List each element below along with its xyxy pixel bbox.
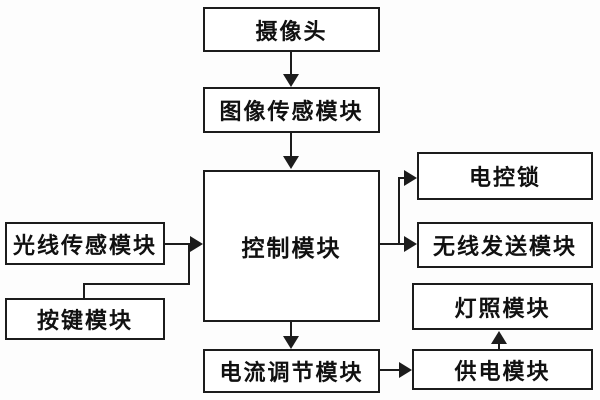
edge-current-regulator-to-power-arrowhead-icon [399, 362, 412, 378]
node-wireless-sender: 无线发送模块 [417, 222, 593, 268]
node-light-sensor: 光线传感模块 [5, 222, 165, 265]
edge-control-to-electric-lock-riser-line [398, 177, 400, 245]
node-camera-label: 摄像头 [255, 18, 328, 44]
edge-button-merge-line [188, 243, 190, 285]
edge-light-sensor-to-control-line [165, 243, 191, 245]
node-control: 控制模块 [203, 170, 380, 322]
edge-button-horizontal-line [83, 283, 190, 285]
node-current-regulator: 电流调节模块 [203, 349, 380, 393]
edge-current-regulator-to-power-line [380, 369, 400, 371]
node-electric-lock: 电控锁 [417, 152, 593, 200]
node-light-sensor-label: 光线传感模块 [12, 232, 157, 258]
edge-control-to-electric-lock-line [398, 177, 406, 179]
edge-button-riser-line [83, 284, 85, 299]
node-electric-lock-label: 电控锁 [468, 165, 541, 190]
edge-control-to-current-regulator-arrowhead-icon [283, 336, 299, 349]
edge-control-to-current-regulator-line [290, 322, 292, 338]
node-button-label: 按键模块 [36, 308, 133, 333]
node-power-supply-label: 供电模块 [454, 358, 551, 384]
edge-light-sensor-to-control-arrowhead-icon [190, 236, 203, 252]
node-lighting: 灯照模块 [412, 283, 593, 330]
node-image-sensor: 图像传感模块 [203, 87, 380, 133]
edge-camera-to-image-sensor-line [290, 52, 292, 76]
edge-power-to-lighting-arrowhead-icon [491, 331, 507, 344]
node-image-sensor-label: 图像传感模块 [219, 99, 364, 124]
edge-control-to-electric-lock-arrowhead-icon [404, 170, 417, 186]
node-lighting-label: 灯照模块 [454, 295, 551, 321]
edge-image-sensor-to-control-line [290, 133, 292, 157]
node-wireless-sender-label: 无线发送模块 [432, 234, 577, 259]
node-camera: 摄像头 [203, 7, 380, 52]
edge-control-to-wireless-line [380, 243, 405, 245]
node-control-label: 控制模块 [241, 236, 342, 261]
node-power-supply: 供电模块 [412, 349, 593, 390]
edge-power-to-lighting-line [498, 343, 500, 349]
edge-image-sensor-to-control-arrowhead-icon [283, 156, 299, 169]
node-current-regulator-label: 电流调节模块 [219, 360, 364, 385]
node-button: 按键模块 [5, 298, 165, 340]
edge-camera-to-image-sensor-arrowhead-icon [283, 74, 299, 87]
edge-control-to-wireless-arrowhead-icon [404, 236, 417, 252]
